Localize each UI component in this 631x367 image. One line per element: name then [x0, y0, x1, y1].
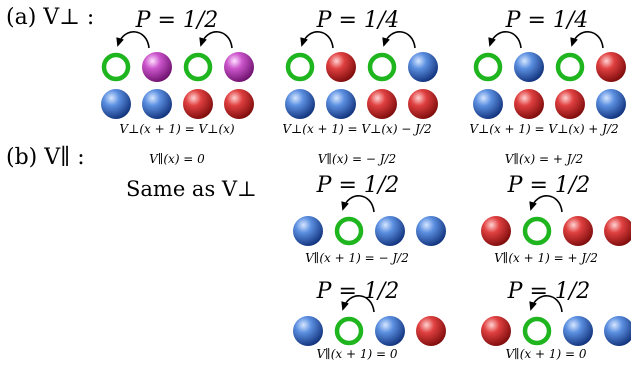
- red-ball: [563, 216, 593, 246]
- hop-arrow: [382, 31, 416, 49]
- panel-b3: P = 1/2 V∥(x + 1) = 0: [293, 279, 446, 361]
- hop-arrows: [529, 295, 563, 313]
- hop-arrows: [116, 31, 233, 49]
- hop-arrow: [488, 31, 522, 49]
- parallel-rule: V∥(x + 1) = 0: [506, 347, 587, 361]
- hop-arrow: [570, 31, 604, 49]
- parallel-rule: V∥(x + 1) = 0: [317, 347, 398, 361]
- blue-ball: [604, 316, 631, 346]
- panel-a2: P = 1/4 V⊥(x + 1) = V⊥(x) − J/2 V∥(x) = …: [282, 8, 438, 166]
- parallel-value: V∥(x) = − J/2: [318, 152, 396, 166]
- hop-arrows: [341, 195, 375, 213]
- top-balls: [285, 52, 438, 82]
- hop-arrow: [116, 31, 150, 49]
- parallel-value: V∥(x) = 0: [149, 152, 205, 166]
- probability-label: P = 1/4: [505, 8, 589, 33]
- row-b-label: (b) V∥ :: [6, 145, 85, 170]
- red-ball: [604, 216, 631, 246]
- blue-ball: [473, 89, 503, 119]
- ball-row: [481, 316, 631, 346]
- blue-ball: [514, 52, 544, 82]
- red-ball: [408, 89, 438, 119]
- panel-b1: P = 1/2 V∥(x + 1) = − J/2: [293, 173, 446, 265]
- hop-arrow: [529, 195, 563, 213]
- blue-ball: [293, 316, 323, 346]
- probability-label: P = 1/2: [316, 173, 400, 198]
- probability-label: P = 1/2: [507, 173, 591, 198]
- perp-rule: V⊥(x + 1) = V⊥(x) + J/2: [469, 122, 618, 136]
- hop-arrows: [300, 31, 416, 49]
- ball-row: [293, 216, 446, 246]
- bottom-balls: [473, 89, 626, 119]
- vacancy-ring: [101, 52, 131, 82]
- probability-label: P = 1/2: [507, 279, 591, 304]
- hop-arrow: [341, 195, 375, 213]
- vacancy-ring: [555, 52, 585, 82]
- perp-rule: V⊥(x + 1) = V⊥(x): [119, 122, 234, 136]
- vacancy-ring: [334, 316, 364, 346]
- same-as-note: Same as V⊥: [126, 177, 257, 201]
- hop-arrows: [341, 295, 375, 313]
- red-ball: [555, 89, 585, 119]
- blue-ball: [416, 216, 446, 246]
- red-ball: [514, 89, 544, 119]
- panel-b2: P = 1/2 V∥(x + 1) = + J/2: [481, 173, 631, 265]
- top-balls: [473, 52, 626, 82]
- ball-row: [293, 316, 446, 346]
- panel-a1: P = 1/2 V⊥(x + 1) = V⊥(x) V∥(x) = 0: [101, 8, 254, 166]
- vacancy-ring: [522, 216, 552, 246]
- blue-ball: [375, 216, 405, 246]
- bottom-balls: [101, 89, 254, 119]
- blue-ball: [142, 89, 172, 119]
- red-ball: [481, 216, 511, 246]
- red-ball: [183, 89, 213, 119]
- panel-a3: P = 1/4 V⊥(x + 1) = V⊥(x) + J/2 V∥(x) = …: [469, 8, 626, 166]
- probability-label: P = 1/2: [135, 8, 219, 33]
- bottom-balls: [285, 89, 438, 119]
- probability-label: P = 1/2: [316, 279, 400, 304]
- vacancy-ring: [473, 52, 503, 82]
- blue-ball: [101, 89, 131, 119]
- vacancy-ring: [183, 52, 213, 82]
- magenta-ball: [224, 52, 254, 82]
- top-balls: [101, 52, 254, 82]
- parallel-rule: V∥(x + 1) = + J/2: [494, 251, 598, 265]
- blue-ball: [285, 89, 315, 119]
- blue-ball: [596, 89, 626, 119]
- red-ball: [224, 89, 254, 119]
- red-ball: [367, 89, 397, 119]
- hop-arrow: [341, 295, 375, 313]
- blue-ball: [375, 316, 405, 346]
- blue-ball: [293, 216, 323, 246]
- ball-row: [481, 216, 631, 246]
- red-ball: [326, 52, 356, 82]
- vacancy-ring: [334, 216, 364, 246]
- red-ball: [481, 316, 511, 346]
- blue-ball: [408, 52, 438, 82]
- red-ball: [596, 52, 626, 82]
- parallel-value: V∥(x) = + J/2: [505, 152, 583, 166]
- vacancy-ring: [522, 316, 552, 346]
- magenta-ball: [142, 52, 172, 82]
- hop-arrows: [488, 31, 604, 49]
- panel-b4: P = 1/2 V∥(x + 1) = 0: [481, 279, 631, 361]
- vacancy-ring: [285, 52, 315, 82]
- perp-rule: V⊥(x + 1) = V⊥(x) − J/2: [282, 122, 431, 136]
- red-ball: [416, 316, 446, 346]
- row-a-label: (a) V⊥ :: [6, 5, 94, 30]
- hop-arrow: [199, 31, 233, 49]
- blue-ball: [563, 316, 593, 346]
- hop-arrow: [529, 295, 563, 313]
- parallel-rule: V∥(x + 1) = − J/2: [305, 251, 409, 265]
- vacancy-ring: [367, 52, 397, 82]
- hop-arrow: [300, 31, 334, 49]
- probability-label: P = 1/4: [316, 8, 400, 33]
- hop-arrows: [529, 195, 563, 213]
- blue-ball: [326, 89, 356, 119]
